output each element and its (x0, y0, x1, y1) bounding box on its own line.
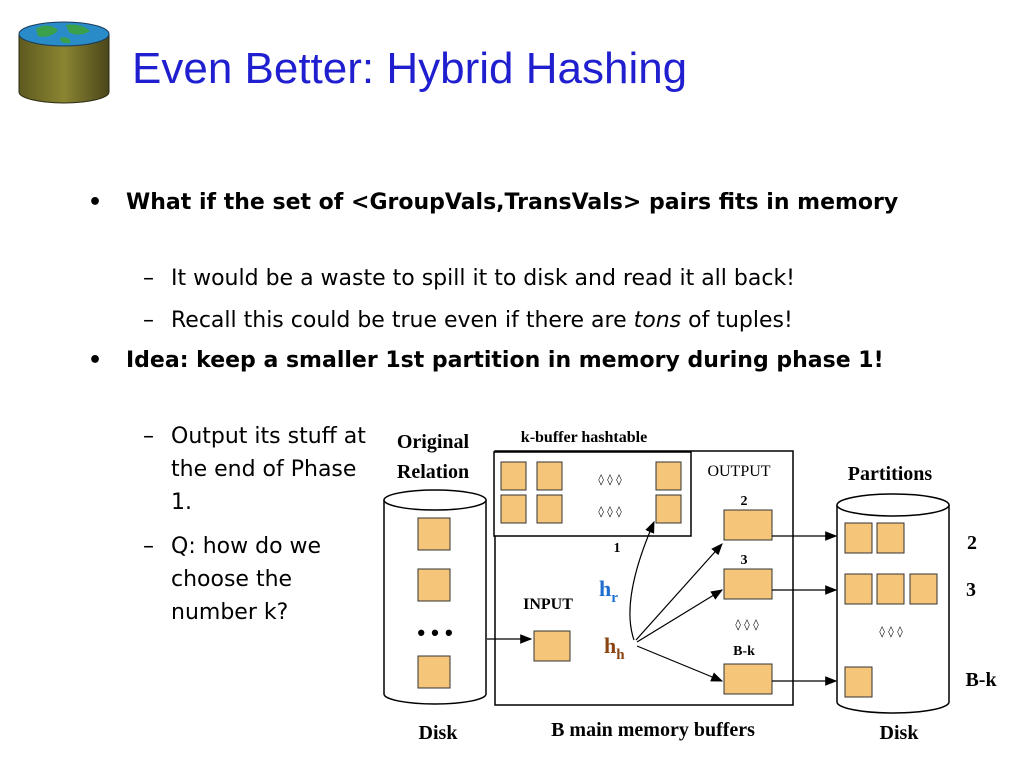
partition-page (844, 522, 873, 554)
output-buffer (723, 568, 773, 600)
left-disk-cylinder (383, 489, 487, 705)
hashtable-ellipsis: ◊ ◊ ◊ (598, 505, 622, 518)
sub-bullet-2-1: – Output its stuff at the end of Phase 1… (143, 420, 371, 519)
bullet-dot: • (88, 348, 103, 373)
partition-number-label: 2 (967, 532, 977, 554)
partition-page (909, 573, 938, 605)
bullet-1-text: What if the set of <GroupVals,TransVals>… (126, 190, 899, 215)
hashtable-buffer (500, 461, 527, 491)
sub-bullet-2-2-text: Q: how do we choose the number k? (171, 534, 322, 625)
hashtable-buffer (536, 494, 563, 524)
sub-bullet-1-1-text: It would be a waste to spill it to disk … (171, 266, 796, 291)
sub-bullet-1-2: – Recall this could be true even if ther… (143, 304, 931, 337)
sub-bullet-1-2-text-b: of tuples! (681, 308, 793, 333)
globe-disk-icon (18, 21, 110, 104)
sub-bullet-2-2: – Q: how do we choose the number k? (143, 530, 371, 629)
partition-page (876, 573, 905, 605)
output-ellipsis: ◊ ◊ ◊ (735, 618, 759, 631)
disk-right-label: Disk (880, 722, 920, 744)
partition-ellipsis: ◊ ◊ ◊ (879, 625, 903, 638)
partition-page (844, 573, 873, 605)
bullet-2-text: Idea: keep a smaller 1st partition in me… (126, 348, 884, 373)
hashtable-ellipsis: ◊ ◊ ◊ (598, 473, 622, 486)
partition-number-label: 3 (966, 579, 976, 601)
sub-dash: – (143, 308, 154, 333)
sub-bullet-1-2-emphasis: tons (633, 308, 682, 333)
hash-r: hr (599, 576, 618, 606)
sub-dash: – (143, 266, 154, 291)
sub-dash: – (143, 424, 154, 449)
relation-page (417, 655, 451, 689)
input-label: INPUT (523, 596, 573, 613)
memory-label: B main memory buffers (551, 719, 755, 741)
slide-title: Even Better: Hybrid Hashing (132, 44, 688, 93)
disk-left-label: Disk (419, 722, 459, 744)
bullet-2: • Idea: keep a smaller 1st partition in … (88, 344, 886, 378)
sub-bullet-2-1-text: Output its stuff at the end of Phase 1. (171, 424, 366, 515)
original-relation-label-2: Relation (397, 461, 469, 483)
bullet-1: • What if the set of <GroupVals,TransVal… (88, 186, 926, 220)
hashtable-buffer (655, 494, 682, 524)
right-disk-cylinder (836, 493, 950, 714)
hash-to-output-3-arrow (636, 589, 724, 643)
hashtable-buffer (536, 461, 563, 491)
left-ellipsis: • • • (417, 620, 452, 645)
hashtable-buffer (500, 494, 527, 524)
hash-to-output-bk-arrow (636, 645, 724, 682)
relation-page (417, 568, 451, 602)
original-relation-label-1: Original (397, 431, 470, 453)
partitions-label: Partitions (848, 463, 933, 485)
sub-dash: – (143, 534, 154, 559)
input-buffer (533, 630, 571, 662)
hash-to-output-2-arrow (635, 543, 723, 641)
sub-bullet-1-1: – It would be a waste to spill it to dis… (143, 262, 931, 295)
output-buffer-label: B-k (733, 644, 755, 659)
partition-page (876, 522, 905, 554)
partition-page (844, 666, 873, 698)
hash-one-label: 1 (614, 541, 621, 556)
output-buffer-label: 2 (741, 494, 748, 509)
partition-number-label: B-k (965, 669, 997, 691)
bullet-dot: • (88, 190, 103, 215)
output-buffer (723, 663, 773, 695)
hash-to-table-arrow (629, 520, 655, 641)
hash-h: hh (604, 633, 625, 663)
relation-page (417, 517, 451, 551)
hashtable-label: k-buffer hashtable (521, 429, 647, 446)
hashtable-buffer (655, 461, 682, 491)
output-buffer-label: 3 (741, 553, 748, 568)
output-label: OUTPUT (707, 463, 770, 480)
main-memory-box (494, 450, 794, 706)
sub-bullet-1-2-text-a: Recall this could be true even if there … (171, 308, 634, 333)
output-buffer (723, 509, 773, 541)
